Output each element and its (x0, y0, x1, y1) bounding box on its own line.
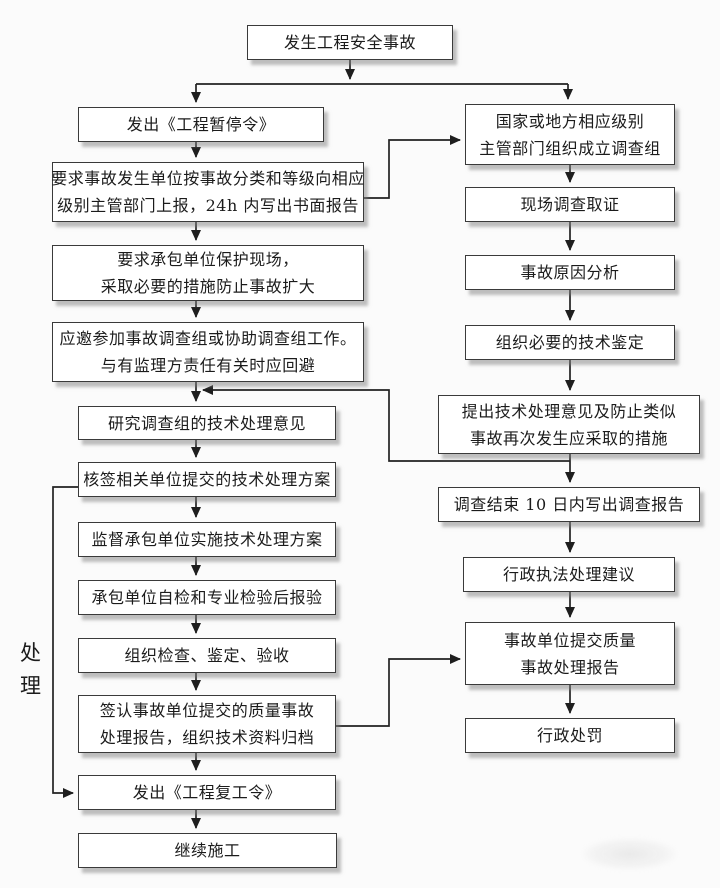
node-investigation-report-10days: 调查结束 10 日内写出调查报告 (438, 487, 700, 522)
node-label: 承包单位自检和专业检验后报验 (91, 588, 323, 607)
node-protect-site: 要求承包单位保护现场， 采取必要的措施防止事故扩大 (52, 245, 364, 301)
edge-report-to-team (364, 135, 461, 199)
node-label: 提出技术处理意见及防止类似 (461, 401, 677, 421)
node-report-24h: 要求事故发生单位按事故分类和等级向相应 级别主管部门上报，24h 内写出书面报告 (51, 162, 365, 222)
node-label: 采取必要的措施防止事故扩大 (100, 277, 316, 296)
node-label: 国家或地方相应级别 (495, 111, 645, 131)
node-site-evidence: 现场调查取证 (465, 187, 675, 222)
node-label: 主管部门组织成立调查组 (479, 138, 661, 158)
node-label: 行政执法处理建议 (502, 565, 635, 584)
node-label: 研究调查组的技术处理意见 (107, 413, 306, 433)
node-form-investigation-team: 国家或地方相应级别 主管部门组织成立调查组 (465, 104, 675, 165)
node-continue-construction: 继续施工 (78, 833, 337, 868)
edge-loop-to-resume (52, 486, 78, 798)
connector-group (52, 60, 575, 829)
node-signoff-report-archive: 签认事故单位提交的质量事故 处理报告，组织技术资料归档 (78, 695, 336, 753)
watermark-blob (582, 838, 677, 870)
node-label: 要求承包单位保护现场， (117, 250, 299, 269)
node-propose-measures: 提出技术处理意见及防止类似 事故再次发生应采取的措施 (438, 395, 700, 454)
node-administrative-penalty: 行政处罚 (465, 718, 675, 753)
side-label-char: 处 (20, 641, 41, 665)
edge-opinions-to-study (202, 385, 570, 462)
node-label: 组织必要的技术鉴定 (495, 333, 645, 352)
node-label: 组织检查、鉴定、验收 (124, 646, 290, 665)
edge-signoff-to-report (336, 654, 461, 727)
node-label: 与有监理方责任有关时应回避 (100, 356, 316, 375)
node-label: 发出《工程复工令》 (132, 783, 282, 802)
node-label: 级别主管部门上报，24h 内写出书面报告 (57, 196, 359, 215)
node-contractor-selfcheck: 承包单位自检和专业检验后报验 (78, 580, 336, 615)
node-accident-unit-report: 事故单位提交质量 事故处理报告 (465, 622, 675, 685)
node-label: 事故再次发生应采取的措施 (469, 428, 668, 448)
node-label: 现场调查取证 (520, 195, 620, 214)
node-accident-occurs: 发生工程安全事故 (247, 25, 453, 60)
node-label: 发出《工程暂停令》 (126, 115, 276, 134)
node-supervise-implementation: 监督承包单位实施技术处理方案 (78, 522, 336, 557)
node-issue-suspension-order: 发出《工程暂停令》 (78, 107, 324, 142)
side-label-char: 理 (20, 674, 41, 698)
node-label: 事故单位提交质量 (503, 630, 636, 650)
node-technical-appraisal: 组织必要的技术鉴定 (465, 325, 675, 360)
node-issue-resume-order: 发出《工程复工令》 (78, 775, 336, 810)
node-label: 应邀参加事故调查组或协助调查组工作。 (59, 329, 357, 348)
node-study-opinions: 研究调查组的技术处理意见 (78, 406, 336, 440)
node-label: 行政处罚 (536, 726, 603, 745)
node-countersign-plan: 核签相关单位提交的技术处理方案 (78, 462, 336, 497)
node-law-enforcement-advice: 行政执法处理建议 (463, 557, 675, 592)
node-cause-analysis: 事故原因分析 (465, 255, 675, 290)
side-label-handling: 处 理 (20, 637, 41, 703)
node-label: 监督承包单位实施技术处理方案 (91, 530, 323, 549)
node-label: 核签相关单位提交的技术处理方案 (83, 470, 331, 489)
node-label: 签认事故单位提交的质量事故 (99, 701, 315, 720)
node-label: 事故原因分析 (520, 263, 620, 282)
node-label: 处理报告，组织技术资料归档 (99, 728, 315, 747)
node-label: 发生工程安全事故 (283, 33, 416, 52)
node-join-investigation: 应邀参加事故调查组或协助调查组工作。 与有监理方责任有关时应回避 (52, 322, 364, 382)
node-label: 继续施工 (174, 841, 241, 860)
node-label: 要求事故发生单位按事故分类和等级向相应 (51, 169, 365, 188)
node-organize-inspection: 组织检查、鉴定、验收 (78, 638, 336, 673)
node-label: 事故处理报告 (520, 657, 620, 677)
node-label: 调查结束 10 日内写出调查报告 (453, 495, 685, 514)
